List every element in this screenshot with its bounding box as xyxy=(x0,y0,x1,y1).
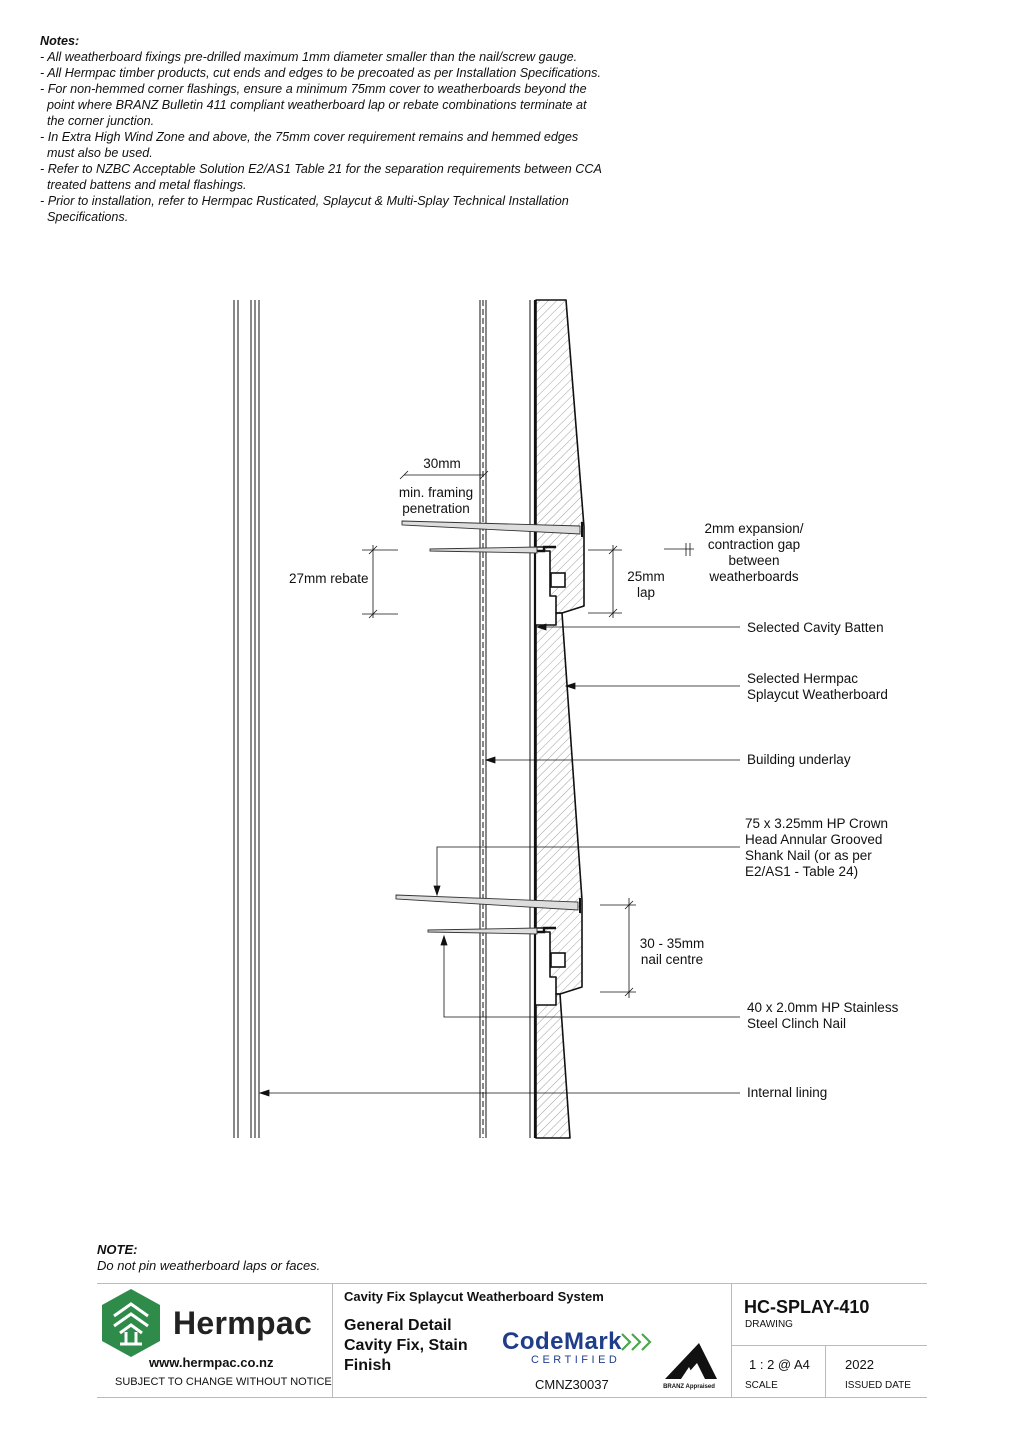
nail-centre-label: 30 - 35mm xyxy=(640,936,705,951)
clinch-nail-label: Steel Clinch Nail xyxy=(747,1016,846,1031)
rebate-label: 27mm rebate xyxy=(289,571,369,586)
section-drawing: 30mm min. framing penetration 27mm rebat… xyxy=(233,299,899,1139)
title-block: Hermpac www.hermpac.co.nz SUBJECT TO CHA… xyxy=(97,1283,927,1398)
nail-centre-label: nail centre xyxy=(641,952,703,967)
codemark-logo: CodeMark CERTIFIED xyxy=(502,1328,652,1368)
building-underlay xyxy=(479,300,487,1138)
gap-label: contraction gap xyxy=(708,537,800,552)
penetration-label: min. framing xyxy=(399,485,473,500)
note-line: the corner junction. xyxy=(40,114,155,128)
bottom-note-text: Do not pin weatherboard laps or faces. xyxy=(97,1258,321,1273)
underlay-label: Building underlay xyxy=(747,752,851,767)
dim-penetration xyxy=(399,470,489,480)
crown-nail-label: E2/AS1 - Table 24) xyxy=(745,864,858,879)
divider xyxy=(97,1397,927,1398)
crown-nail-label: 75 x 3.25mm HP Crown xyxy=(745,816,888,831)
codemark-certified: CERTIFIED xyxy=(531,1354,621,1366)
disclaimer: SUBJECT TO CHANGE WITHOUT NOTICE xyxy=(115,1376,332,1388)
drawing-title: General Detail Cavity Fix, Stain Finish xyxy=(344,1316,494,1376)
leader-underlay xyxy=(484,756,740,764)
branz-label: BRANZ Appraised xyxy=(663,1384,715,1390)
weatherboard-label: Splaycut Weatherboard xyxy=(747,687,888,702)
bottom-note: NOTE: Do not pin weatherboard laps or fa… xyxy=(97,1242,320,1274)
notes-title: Notes: xyxy=(40,34,80,48)
divider xyxy=(731,1345,927,1346)
note-line: - All Hermpac timber products, cut ends … xyxy=(40,66,601,80)
crown-nail-label: Head Annular Grooved xyxy=(745,832,882,847)
codemark-number: CMNZ30037 xyxy=(535,1377,609,1392)
drawing-number-label: DRAWING xyxy=(745,1319,793,1330)
note-line: - Prior to installation, refer to Hermpa… xyxy=(40,194,569,208)
bottom-note-title: NOTE: xyxy=(97,1242,138,1257)
lap-label: 25mm xyxy=(627,569,665,584)
cavity-batten xyxy=(529,300,537,1138)
crown-nail-upper xyxy=(401,520,583,537)
rebate-spacer xyxy=(550,572,566,588)
leader-weatherboard xyxy=(564,682,740,690)
website: www.hermpac.co.nz xyxy=(149,1355,274,1370)
divider xyxy=(825,1345,826,1397)
leader-batten xyxy=(535,623,740,631)
clinch-nail-lower xyxy=(427,927,538,935)
clinch-nail-label: 40 x 2.0mm HP Stainless xyxy=(747,1000,899,1015)
crown-nail-label: Shank Nail (or as per xyxy=(745,848,872,863)
gap-label: between xyxy=(728,553,779,568)
drawing-title-line: Finish xyxy=(344,1357,392,1374)
note-line: - In Extra High Wind Zone and above, the… xyxy=(40,130,579,144)
leader-crown-nail xyxy=(433,846,740,897)
divider xyxy=(97,1283,927,1284)
penetration-label: penetration xyxy=(402,501,470,516)
lap-label: lap xyxy=(637,585,655,600)
dim-penetration-value: 30mm xyxy=(423,456,461,471)
branz-appraised-icon: BRANZ Appraised xyxy=(663,1343,717,1390)
rebate-spacer xyxy=(550,952,566,968)
batten-label: Selected Cavity Batten xyxy=(747,620,884,635)
drawing-title-line: General Detail xyxy=(344,1317,452,1334)
codemark-chevrons-icon xyxy=(621,1333,652,1351)
gap-label: 2mm expansion/ xyxy=(704,521,803,536)
dim-nail-centre xyxy=(600,898,636,998)
internal-lining xyxy=(233,300,260,1138)
issued-date-label: ISSUED DATE xyxy=(845,1380,911,1391)
note-line: - All weatherboard fixings pre-drilled m… xyxy=(40,50,578,64)
notes-block: Notes: - All weatherboard fixings pre-dr… xyxy=(40,33,700,225)
gap-label: weatherboards xyxy=(708,569,799,584)
drawing-number: HC-SPLAY-410 xyxy=(744,1297,870,1317)
codemark-word: CodeMark xyxy=(502,1328,623,1355)
drawing-title-line: Cavity Fix, Stain xyxy=(344,1337,468,1354)
clinch-nail-upper xyxy=(429,546,538,554)
weatherboard-label: Selected Hermpac xyxy=(747,671,858,686)
note-line: - For non-hemmed corner flashings, ensur… xyxy=(40,82,587,96)
rebate-profile xyxy=(535,545,556,934)
note-line: - Refer to NZBC Acceptable Solution E2/A… xyxy=(40,162,602,176)
lining-label: Internal lining xyxy=(747,1085,827,1100)
issued-date-value: 2022 xyxy=(845,1357,874,1372)
hermpac-logo-icon xyxy=(102,1289,160,1357)
note-line: Specifications. xyxy=(40,210,129,224)
scale-value: 1 : 2 @ A4 xyxy=(749,1357,810,1372)
note-line: must also be used. xyxy=(40,146,153,160)
note-line: treated battens and metal flashings. xyxy=(40,178,247,192)
gap-marker xyxy=(664,543,694,556)
system-name: Cavity Fix Splaycut Weatherboard System xyxy=(344,1289,604,1304)
leader-clinch-nail xyxy=(440,934,740,1018)
weatherboard-lower xyxy=(535,993,571,1139)
leader-lining xyxy=(258,1089,740,1097)
scale-label: SCALE xyxy=(745,1380,778,1391)
note-line: point where BRANZ Bulletin 411 compliant… xyxy=(40,98,587,112)
dim-rebate xyxy=(362,545,398,619)
divider xyxy=(731,1283,732,1398)
brand-name: Hermpac xyxy=(173,1305,313,1341)
crown-nail-lower xyxy=(395,894,581,913)
dim-lap xyxy=(588,545,622,618)
divider xyxy=(332,1283,333,1398)
weatherboard-middle xyxy=(535,612,583,995)
weatherboard-upper xyxy=(535,299,585,614)
